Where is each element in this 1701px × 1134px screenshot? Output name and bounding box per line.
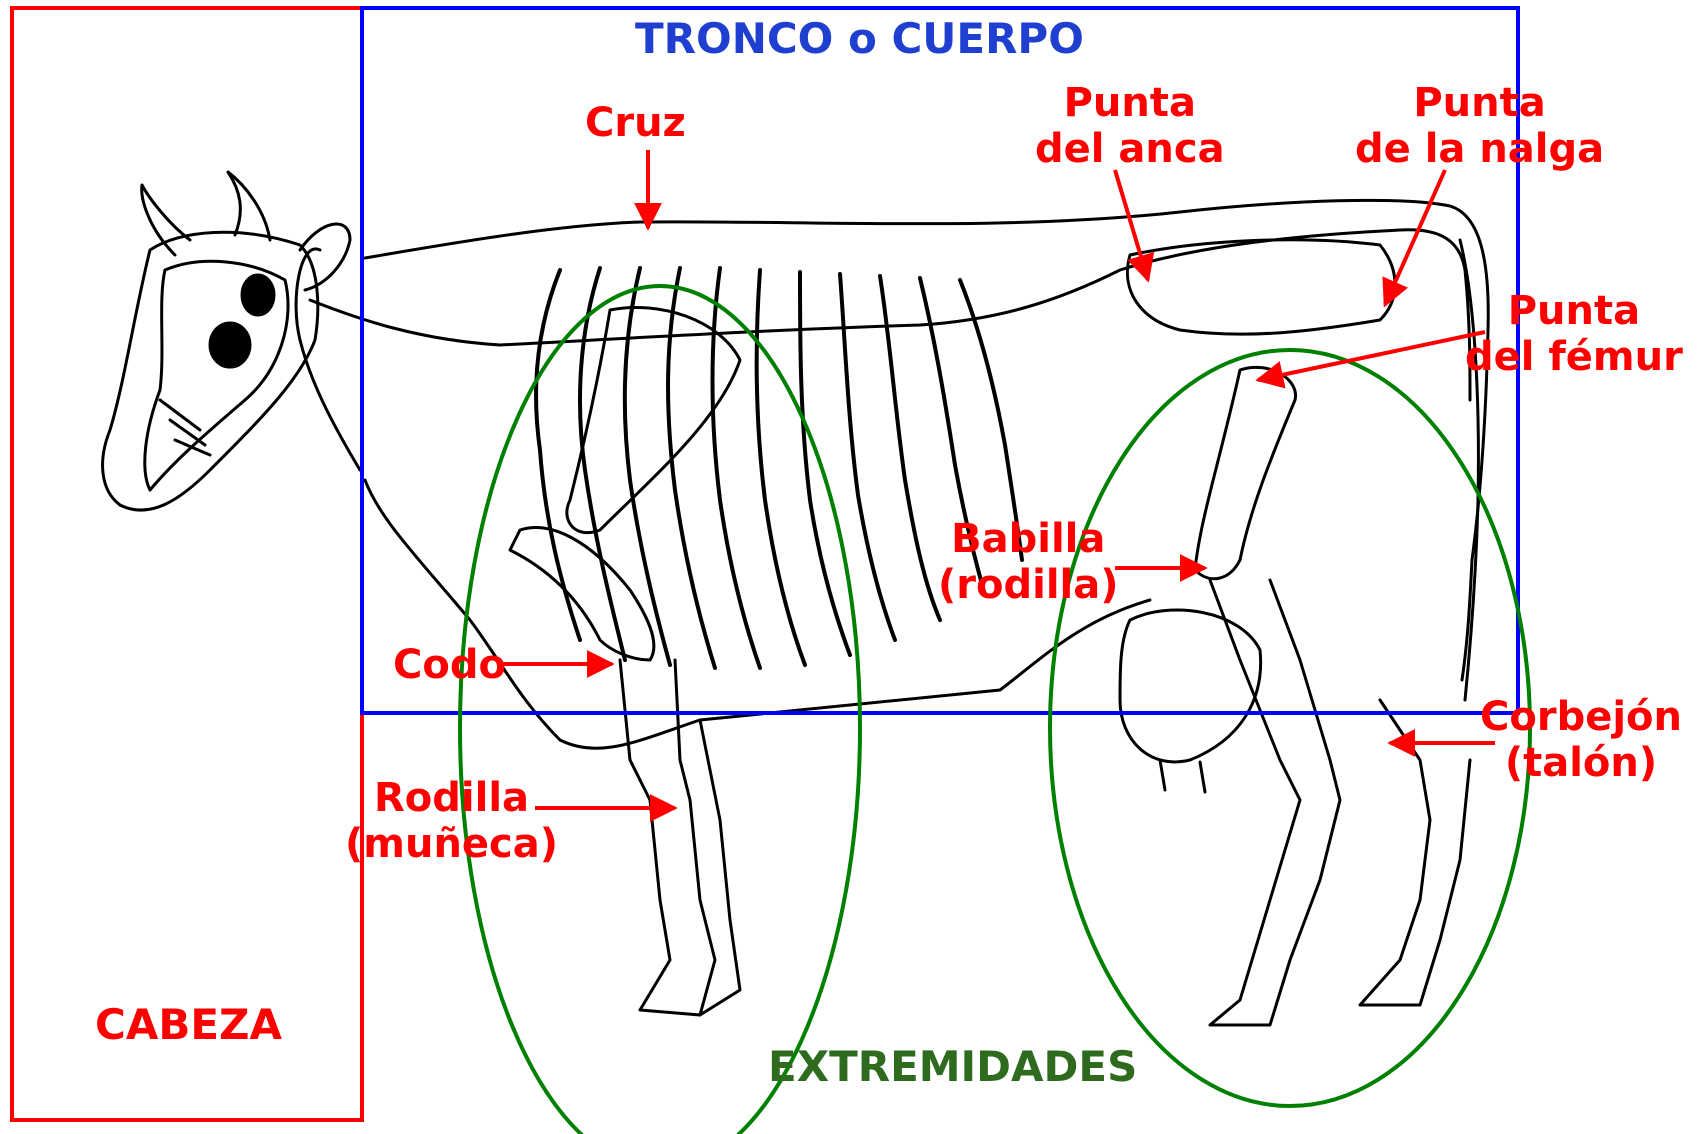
- label-punta-nalga-line1: Punta: [1413, 80, 1546, 126]
- label-punta-nalga-line2: de la nalga: [1355, 126, 1605, 172]
- cow-ear: [298, 222, 352, 292]
- label-punta-anca-line2: del anca: [1035, 126, 1225, 172]
- label-punta-anca: Punta del anca: [1035, 80, 1225, 172]
- label-punta-nalga: Punta de la nalga: [1355, 80, 1604, 172]
- label-cruz: Cruz: [585, 100, 686, 146]
- cow-body-outline: [363, 198, 1490, 682]
- cow-ribs: [534, 266, 1024, 670]
- label-punta-anca-line1: Punta: [1063, 80, 1196, 126]
- label-rodilla-line1: Rodilla: [373, 775, 530, 821]
- label-codo: Codo: [393, 642, 506, 688]
- label-babilla-line1: Babilla: [951, 516, 1106, 562]
- label-codo-text: Codo: [393, 642, 506, 688]
- cow-pelvis: [1125, 238, 1397, 336]
- cow-foreleg: [618, 658, 717, 1017]
- arrow-punta-femur: [1255, 330, 1486, 389]
- label-cruz-text: Cruz: [585, 100, 686, 146]
- cow-scapula: [565, 305, 742, 535]
- cow-femur: [1193, 365, 1297, 581]
- label-corbejon: Corbejón (talón): [1480, 694, 1682, 786]
- cow-hindleg: [1208, 578, 1342, 1027]
- label-babilla-line2: (rodilla): [938, 562, 1119, 608]
- head-region-box: [10, 6, 364, 1122]
- label-rodilla: Rodilla (muñeca): [345, 775, 558, 867]
- cow-humerus: [508, 526, 656, 662]
- foreleg-region-ellipse: [458, 284, 862, 1134]
- label-corbejon-line1: Corbejón: [1480, 694, 1682, 740]
- trunk-region-title: TRONCO o CUERPO: [635, 14, 1084, 63]
- cow-belly-outline: [363, 478, 1152, 750]
- label-punta-femur: Punta del fémur: [1465, 288, 1683, 380]
- cow-udder: [1118, 608, 1263, 764]
- arrow-punta-nalga: [1382, 169, 1447, 308]
- label-corbejon-line2: (talón): [1504, 740, 1658, 786]
- label-punta-femur-line1: Punta: [1507, 288, 1641, 334]
- cow-spine: [308, 228, 1472, 402]
- cow-head-outline: [101, 230, 320, 512]
- cow-horns: [140, 170, 272, 257]
- label-punta-femur-line2: del fémur: [1465, 334, 1683, 380]
- label-rodilla-line2: (muñeca): [345, 821, 559, 867]
- label-arrows: [500, 150, 1495, 822]
- limbs-region-title: EXTREMIDADES: [768, 1042, 1138, 1091]
- cow-illustration: [101, 170, 1490, 1027]
- hindleg-region-ellipse: [1048, 348, 1532, 1108]
- head-region-title: CABEZA: [95, 1000, 282, 1049]
- arrow-punta-anca: [1113, 169, 1155, 283]
- label-babilla: Babilla (rodilla): [938, 516, 1119, 608]
- trunk-region-box: [360, 6, 1520, 715]
- cow-tail: [1458, 238, 1480, 702]
